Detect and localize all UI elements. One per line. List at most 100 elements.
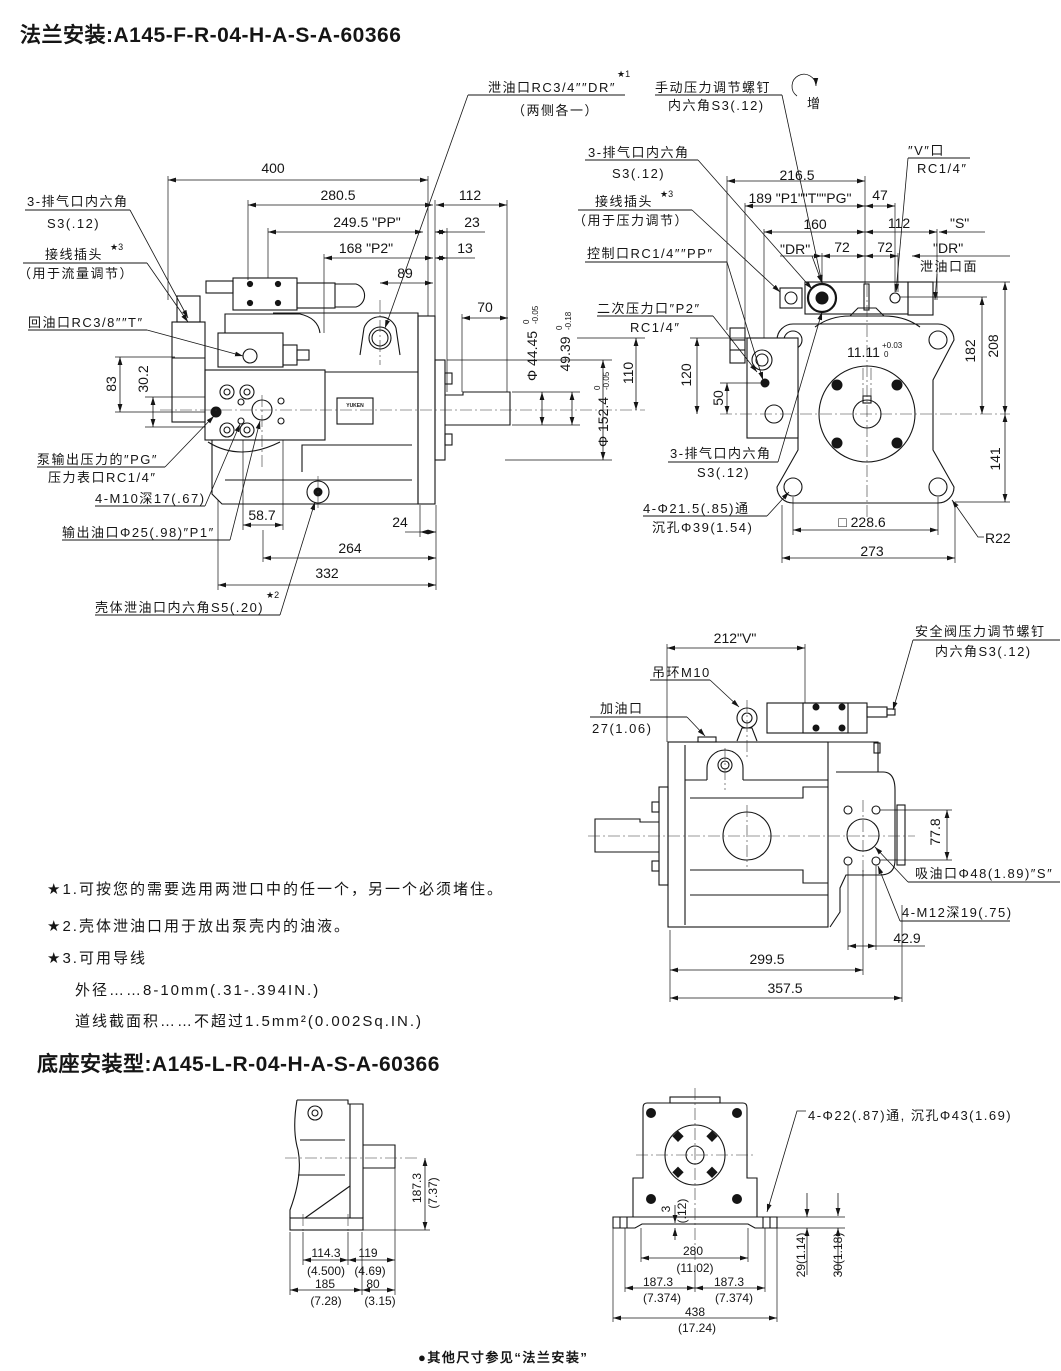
increase-direction-arrow bbox=[791, 73, 819, 97]
dim-text: 77.8 bbox=[927, 818, 943, 845]
vent-port-label: 3-排气口内六角 bbox=[588, 145, 690, 160]
lifting-eye bbox=[307, 1105, 323, 1121]
dim-text: 114.3 bbox=[311, 1246, 340, 1260]
housing-saddle bbox=[814, 315, 921, 328]
valve-bolt bbox=[246, 280, 254, 288]
vent-port-size: S3(.12) bbox=[612, 166, 665, 181]
pressure-connector-purpose: （用于压力调节） bbox=[573, 213, 689, 228]
dim-text: 187.3 bbox=[410, 1173, 424, 1203]
dim-text: 13 bbox=[457, 240, 473, 256]
drain-left-label: "DR" bbox=[780, 241, 810, 257]
dim-text: 249.5 "PP" bbox=[333, 214, 401, 230]
note-ref-3: ★3 bbox=[660, 189, 673, 199]
pressure-valve-body bbox=[232, 277, 298, 311]
notes: ★1.可按您的需要选用两泄口中的任一个，另一个必须堵住。 ★2.壳体泄油口用于放… bbox=[47, 881, 504, 1030]
fill-port-label: 加油口 bbox=[600, 701, 644, 716]
fill-port-size: 27(1.06) bbox=[592, 721, 652, 736]
top-view-dimension-text: 212"V" 77.8 42.9 299.5 357.5 bbox=[714, 630, 943, 996]
flange-bolt bbox=[651, 801, 660, 813]
tolerance-upper: 0 bbox=[522, 319, 531, 324]
dim-text: 168 "P2" bbox=[339, 240, 393, 256]
foot-end-dimension-lines bbox=[612, 1193, 845, 1322]
dim-text: 185 bbox=[315, 1277, 335, 1291]
dim-text: 80 bbox=[366, 1277, 380, 1291]
dim-text: 11.11 bbox=[847, 344, 880, 360]
secondary-port-label: 二次压力口″P2″ bbox=[597, 301, 701, 316]
nameplate-text: YUKEN bbox=[346, 403, 364, 409]
tolerance-lower: -0.18 bbox=[564, 311, 573, 330]
leader-line bbox=[146, 329, 244, 357]
dim-text: 187.3 bbox=[643, 1275, 673, 1289]
leader-line bbox=[811, 255, 823, 284]
dim-text: 332 bbox=[315, 565, 339, 581]
port-bolt-core bbox=[223, 426, 231, 434]
leader-line bbox=[129, 209, 189, 319]
dim-text: 23 bbox=[464, 214, 480, 230]
drive-shaft bbox=[363, 1144, 396, 1169]
dim-key-height: 49.39 0 -0.18 bbox=[555, 311, 573, 371]
vent-port-size: S3(.12) bbox=[697, 465, 750, 480]
dim-text-inch: (7.374) bbox=[643, 1291, 681, 1305]
manual-adjust-label: 手动压力调节螺钉 bbox=[655, 80, 771, 95]
suction-bolts-label: 4-M12深19(.75) bbox=[902, 905, 1013, 920]
m10-hole bbox=[237, 398, 245, 406]
leader-line bbox=[766, 1110, 806, 1213]
dim-text-inch: (4.500) bbox=[307, 1264, 345, 1278]
dim-text: 280 bbox=[683, 1244, 703, 1258]
pilot-bolt bbox=[672, 1130, 684, 1142]
control-port-label: 控制口RC1/4″″PP″ bbox=[587, 246, 714, 261]
end-view-centerlines bbox=[720, 285, 1010, 520]
note-3-cross-section: 道线截面积……不超过1.5mm²(0.002Sq.IN.) bbox=[75, 1013, 423, 1030]
pilot-bolt bbox=[831, 379, 843, 391]
pressure-connector-label: 接线插头 bbox=[595, 194, 653, 209]
pilot-bolt bbox=[891, 437, 903, 449]
drive-shaft bbox=[594, 818, 659, 853]
top-view-labels: 安全阀压力调节螺钉 内六角S3(.12) 吊环M10 加油口 27(1.06) … bbox=[592, 624, 1053, 920]
dim-text: 160 bbox=[803, 216, 827, 232]
drain-right-label: "DR" bbox=[933, 240, 963, 256]
note-1: ★1.可按您的需要选用两泄口中的任一个，另一个必须堵住。 bbox=[47, 881, 504, 898]
leader-line bbox=[384, 94, 469, 329]
dim-text: □ 228.6 bbox=[838, 514, 886, 530]
suction-port-label: 吸油口Φ48(1.89)″S″ bbox=[915, 866, 1053, 881]
valve-pin bbox=[863, 283, 870, 311]
flow-connector-purpose: （用于流量调节） bbox=[18, 266, 134, 281]
flange-mount-title: 法兰安装:A145-F-R-04-H-A-S-A-60366 bbox=[20, 23, 401, 47]
dim-text: 89 bbox=[397, 265, 413, 281]
leader-line bbox=[951, 499, 984, 538]
foot-mount-title: 底座安装型:A145-L-R-04-H-A-S-A-60366 bbox=[37, 1052, 440, 1076]
valve-bolt bbox=[812, 703, 820, 711]
leader-line bbox=[892, 639, 914, 711]
dim-text: 110 bbox=[620, 362, 636, 385]
dim-text: 58.7 bbox=[248, 507, 275, 523]
mount-holes-counterbore: 沉孔Φ39(1.54) bbox=[652, 520, 753, 535]
corner-bolt bbox=[732, 1194, 742, 1204]
v-port bbox=[889, 292, 901, 304]
leader-line bbox=[726, 261, 764, 381]
dim-text: 30.2 bbox=[135, 365, 151, 392]
control-port bbox=[751, 349, 773, 371]
relief-adjuster bbox=[866, 706, 888, 718]
tolerance-lower: -0.05 bbox=[602, 371, 611, 390]
pg-port bbox=[210, 406, 222, 418]
valve-bolt bbox=[838, 703, 846, 711]
rear-cover bbox=[828, 741, 879, 772]
corner-bolt bbox=[646, 1108, 656, 1118]
tolerance-upper: 0 bbox=[555, 325, 564, 330]
port-bolt-core bbox=[243, 426, 251, 434]
nameplate bbox=[336, 397, 374, 425]
leader-line bbox=[709, 679, 740, 708]
dim-text-inch: (17.24) bbox=[678, 1321, 716, 1335]
dim-text: 208 bbox=[985, 334, 1001, 358]
side-plate bbox=[896, 804, 906, 866]
dim-text: 273 bbox=[860, 543, 884, 559]
dim-text-inch: (4.69) bbox=[354, 1264, 385, 1278]
dim-text: 216.5 bbox=[779, 167, 814, 183]
flange-side-view: YUKEN bbox=[18, 69, 645, 616]
leader-line bbox=[894, 157, 909, 293]
pilot-bolt bbox=[891, 379, 903, 391]
drain-port-label: 泄油口RC3/4″″DR″ bbox=[488, 80, 616, 95]
dim-text: 29(1.14) bbox=[794, 1233, 808, 1278]
end-view-outline bbox=[729, 281, 955, 504]
